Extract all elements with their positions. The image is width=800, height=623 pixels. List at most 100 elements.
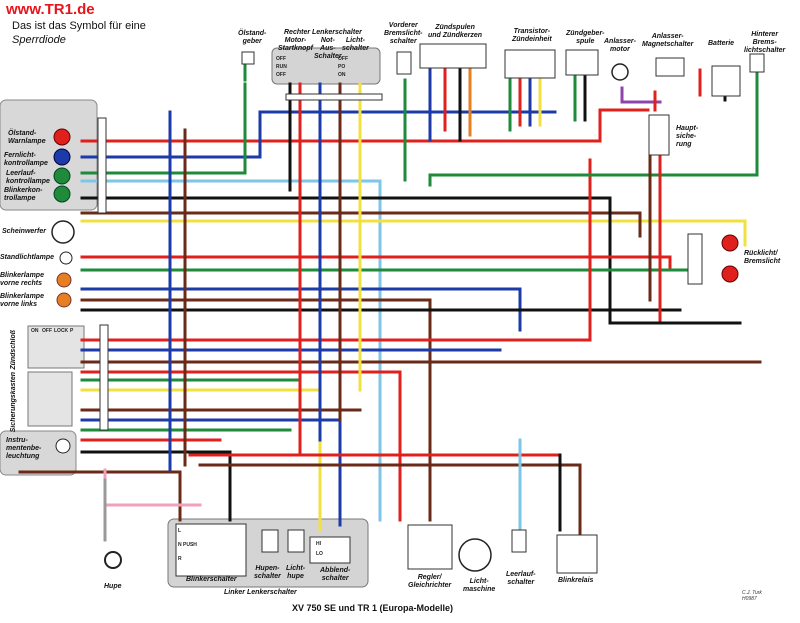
label-regulator: Regler/ Gleichrichter [408, 574, 452, 589]
switch-off-2: OFF [276, 72, 286, 78]
turn-indicator-lamp [53, 185, 71, 203]
label-front-left-blinker: Blinkerlampe vorne links [0, 293, 44, 308]
wire-green-8 [80, 248, 702, 272]
switch-po: PO [338, 64, 346, 70]
wire-brown-10 [80, 298, 432, 522]
passing-switch [287, 529, 305, 553]
site-brand: www.TR1.de [6, 1, 95, 18]
horn-switch [261, 529, 279, 553]
instrument-light-lamp [55, 438, 71, 454]
label-parking-light: Standlichtlampe [0, 254, 55, 261]
label-instrument-light: Instru- mentenbe- leuchtung [6, 437, 42, 460]
turn-l: L [178, 528, 182, 534]
lock-on: ON [31, 328, 39, 334]
switch-run: RUN [276, 64, 287, 70]
headlight [51, 220, 75, 244]
wire-black-22 [80, 450, 232, 522]
starter-solenoid [655, 57, 685, 77]
oil-level-sender [241, 51, 255, 65]
label-oil-level-sender: Ölstand- geber [238, 30, 267, 45]
main-fuse [648, 114, 670, 156]
label-alternator: Licht- maschine [463, 578, 496, 593]
label-starter-motor: Anlasser- motor [604, 38, 636, 53]
label-turn-signal-switch: Blinkerschalter [186, 576, 237, 583]
fuse-box [27, 371, 73, 427]
label-horn-switch: Hupen- schalter [254, 565, 281, 580]
label-left-handlebar-switch: Linker Lenkerschalter [224, 589, 297, 596]
label-turn-relay: Blinkrelais [558, 577, 594, 584]
wire-red-15 [80, 370, 402, 522]
label-ignition-coils: Zündspulen und Zündkerzen [428, 24, 483, 39]
parking-light-lamp [59, 251, 73, 265]
label-kill-switch: Not- Aus- Schalter [314, 37, 342, 60]
label-dimmer-switch: Abblend- schalter [320, 567, 351, 582]
wire-brown-25 [198, 463, 582, 542]
ignition-coils [419, 43, 487, 69]
front-right-blinker-lamp [56, 272, 72, 288]
switch-off-1: OFF [276, 56, 286, 62]
right-handlebar-switch-box [271, 47, 381, 85]
alternator [458, 538, 492, 572]
wire-red-12 [80, 158, 592, 342]
starter-motor [611, 63, 629, 81]
wire-yellow-4 [80, 219, 747, 247]
tail-brake-light-1 [721, 234, 739, 252]
label-tail-brake-light: Rücklicht/ Bremslicht [744, 250, 781, 265]
wire-purple-46 [620, 86, 662, 104]
label-neutral-lamp: Leerlauf- kontrollampe [6, 170, 50, 185]
diode-note-line2: Sperrdiode [12, 34, 66, 46]
label-battery: Batterie [708, 40, 735, 47]
label-pulser-coil: Zündgeber- spule [566, 30, 605, 45]
high-beam-indicator-lamp [53, 148, 71, 166]
ignition-pulser-coil [565, 49, 599, 76]
label-right-handlebar-switch: Rechter Lenkerschalter [284, 29, 362, 36]
front-brake-switch [396, 51, 412, 75]
wire-lightblue-3 [80, 179, 382, 522]
label-front-right-blinker: Blinkerlampe vorne rechts [0, 272, 44, 287]
label-neutral-switch: Leerlauf- schalter [506, 571, 536, 586]
wire-blue-9 [80, 287, 522, 332]
connector-block-left-2 [99, 324, 109, 431]
label-high-beam-lamp: Fernlicht- kontrollampe [4, 152, 48, 167]
wire-brown-23 [18, 470, 182, 522]
turn-signal-relay [556, 534, 598, 574]
label-oil-warning-lamp: Ölstand- Warnlampe [8, 130, 46, 145]
battery [711, 65, 741, 97]
horn [104, 551, 122, 569]
credit: C.J. Turk H0987 [742, 590, 762, 602]
regulator-rectifier [407, 524, 453, 570]
indicator-lamp-panel [0, 99, 98, 211]
wire-green-50 [428, 70, 759, 187]
wire-red-7 [80, 255, 672, 272]
diode-note-line1: Das ist das Symbol für eine [12, 20, 146, 32]
label-headlight: Scheinwerfer [2, 228, 46, 235]
turn-r: R [178, 556, 182, 562]
switch-off-3: OFF [338, 56, 348, 62]
label-fuse-box: Sicherungskasten [10, 372, 17, 433]
wire-brown-5 [80, 211, 642, 238]
dimmer-hi: HI [316, 541, 321, 547]
oil-warning-lamp [53, 128, 71, 146]
label-transistor-unit: Transistor- Zündeinheit [512, 28, 552, 43]
connector-block-right [687, 233, 703, 285]
label-main-fuse: Haupt- siche- rung [676, 125, 699, 148]
dimmer-lo: LO [316, 551, 323, 557]
switch-on: ON [338, 72, 346, 78]
lock-p: P [70, 328, 74, 334]
turn-signal-switch [175, 523, 247, 577]
label-front-brake-switch: Vorderer Bremslicht- schalter [384, 22, 423, 45]
wire-black-6 [80, 196, 742, 325]
label-ignition-lock: Zündschloß [10, 330, 17, 370]
label-starter-solenoid: Anlasser- Magnetschalter [642, 33, 694, 48]
wire-red-0 [80, 108, 650, 143]
front-left-blinker-lamp [56, 292, 72, 308]
label-horn: Hupe [104, 583, 122, 590]
turn-n-push: N PUSH [178, 542, 197, 548]
wire-pink-26 [103, 468, 202, 507]
label-turn-indicator-lamp: Blinkerkon- trollampe [4, 187, 43, 202]
wire-green-2 [80, 82, 247, 175]
neutral-indicator-lamp [53, 167, 71, 185]
label-engine-start: Motor- Startknopf [278, 37, 313, 52]
ignition-lock-box [27, 325, 85, 369]
neutral-switch [511, 529, 527, 553]
